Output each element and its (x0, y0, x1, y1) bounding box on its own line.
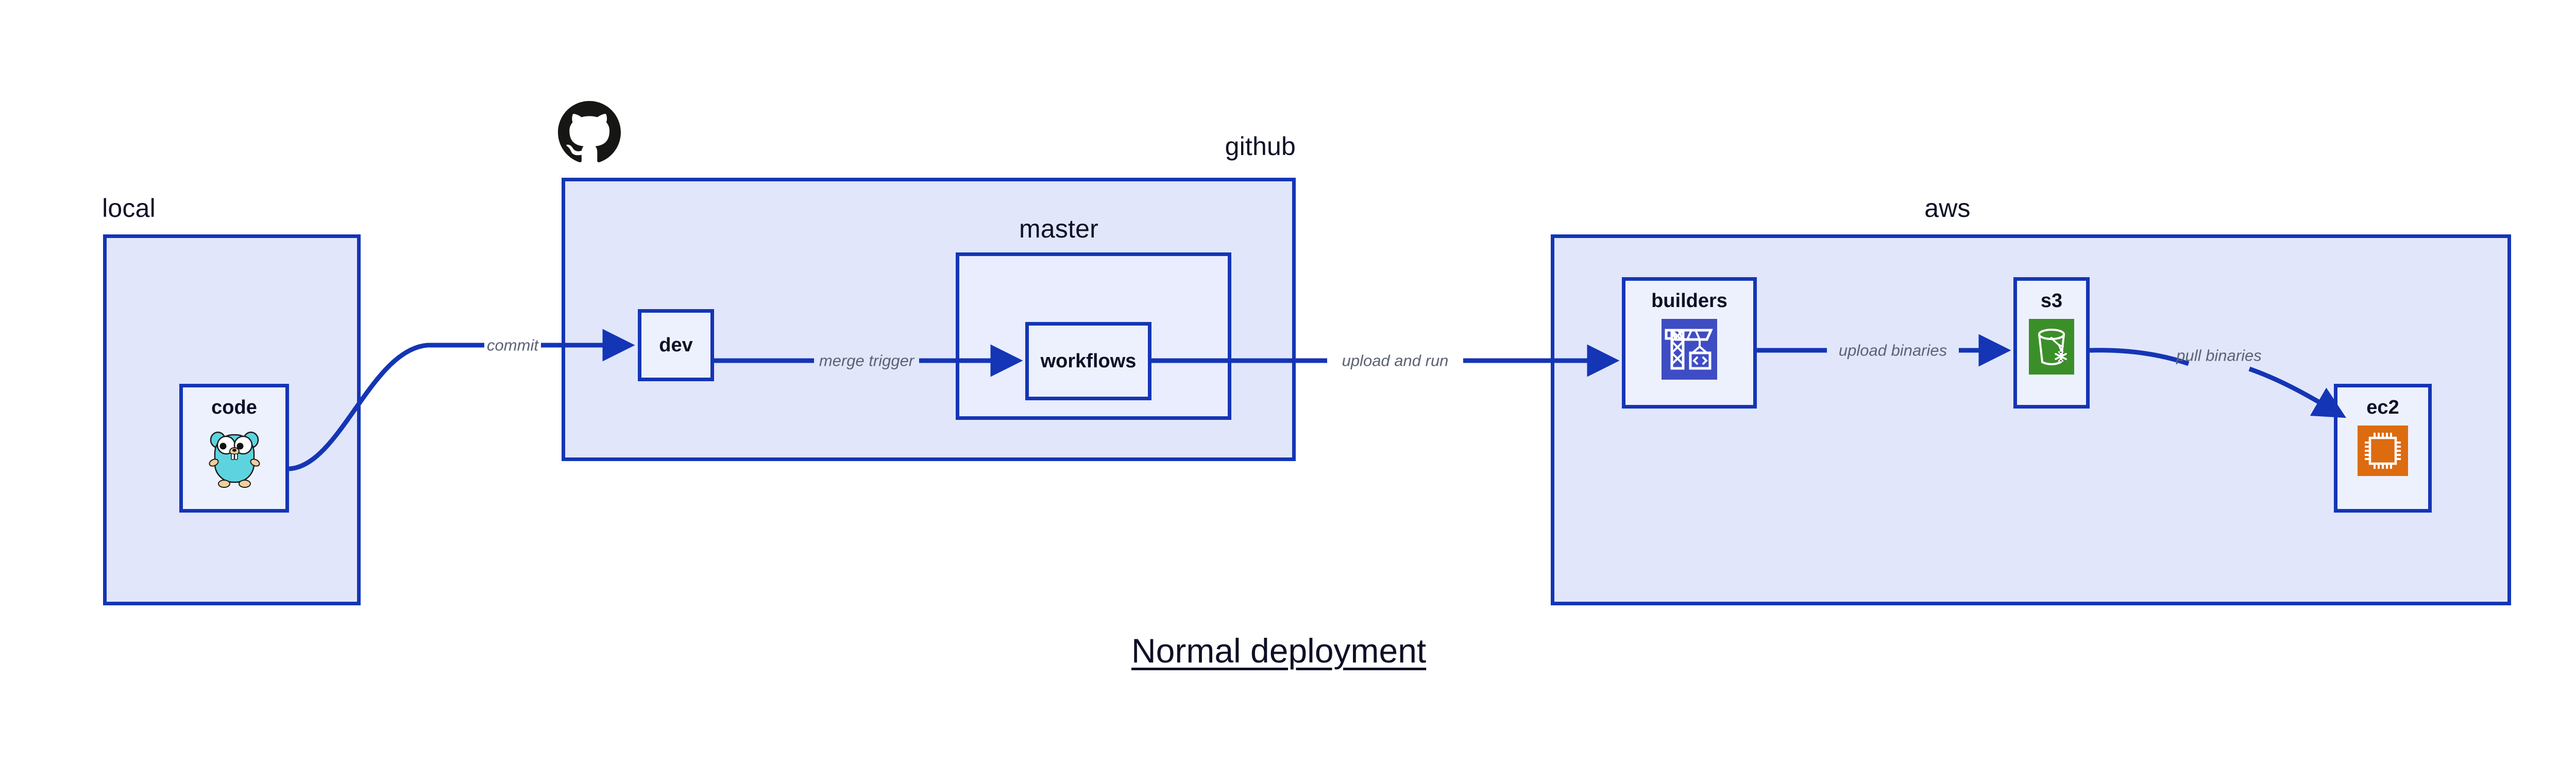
edge-label-commit: commit (487, 336, 538, 354)
node-label-dev: dev (659, 334, 693, 356)
aws-codebuild-icon (1662, 319, 1717, 380)
page-title: Normal deployment (1131, 632, 1427, 670)
node-label-ec2: ec2 (2366, 397, 2399, 418)
go-gopher-icon (206, 426, 263, 488)
edge-label-upload-and-run: upload and run (1342, 351, 1449, 370)
node-ec2[interactable]: ec2 (2334, 384, 2432, 513)
node-label-s3: s3 (2040, 290, 2063, 312)
group-label-github: github (1225, 132, 1296, 161)
github-octocat-icon (558, 101, 621, 164)
group-label-local: local (102, 194, 156, 223)
node-label-workflows: workflows (1040, 350, 1137, 372)
node-s3[interactable]: s3 (2013, 277, 2090, 409)
node-label-code: code (211, 397, 257, 418)
group-label-aws: aws (1924, 194, 1971, 223)
aws-s3-bucket-icon (2029, 319, 2074, 375)
node-dev[interactable]: dev (638, 309, 714, 381)
edge-label-upload-binaries: upload binaries (1838, 341, 1947, 360)
node-workflows[interactable]: workflows (1025, 322, 1151, 400)
node-label-builders: builders (1651, 290, 1727, 312)
group-label-master: master (1019, 214, 1098, 243)
edge-label-pull-binaries: pull binaries (2176, 346, 2262, 365)
aws-ec2-chip-icon (2358, 426, 2408, 476)
node-builders[interactable]: builders (1622, 277, 1757, 409)
node-code[interactable]: code (179, 384, 289, 513)
edge-label-merge-trigger: merge trigger (819, 351, 914, 370)
